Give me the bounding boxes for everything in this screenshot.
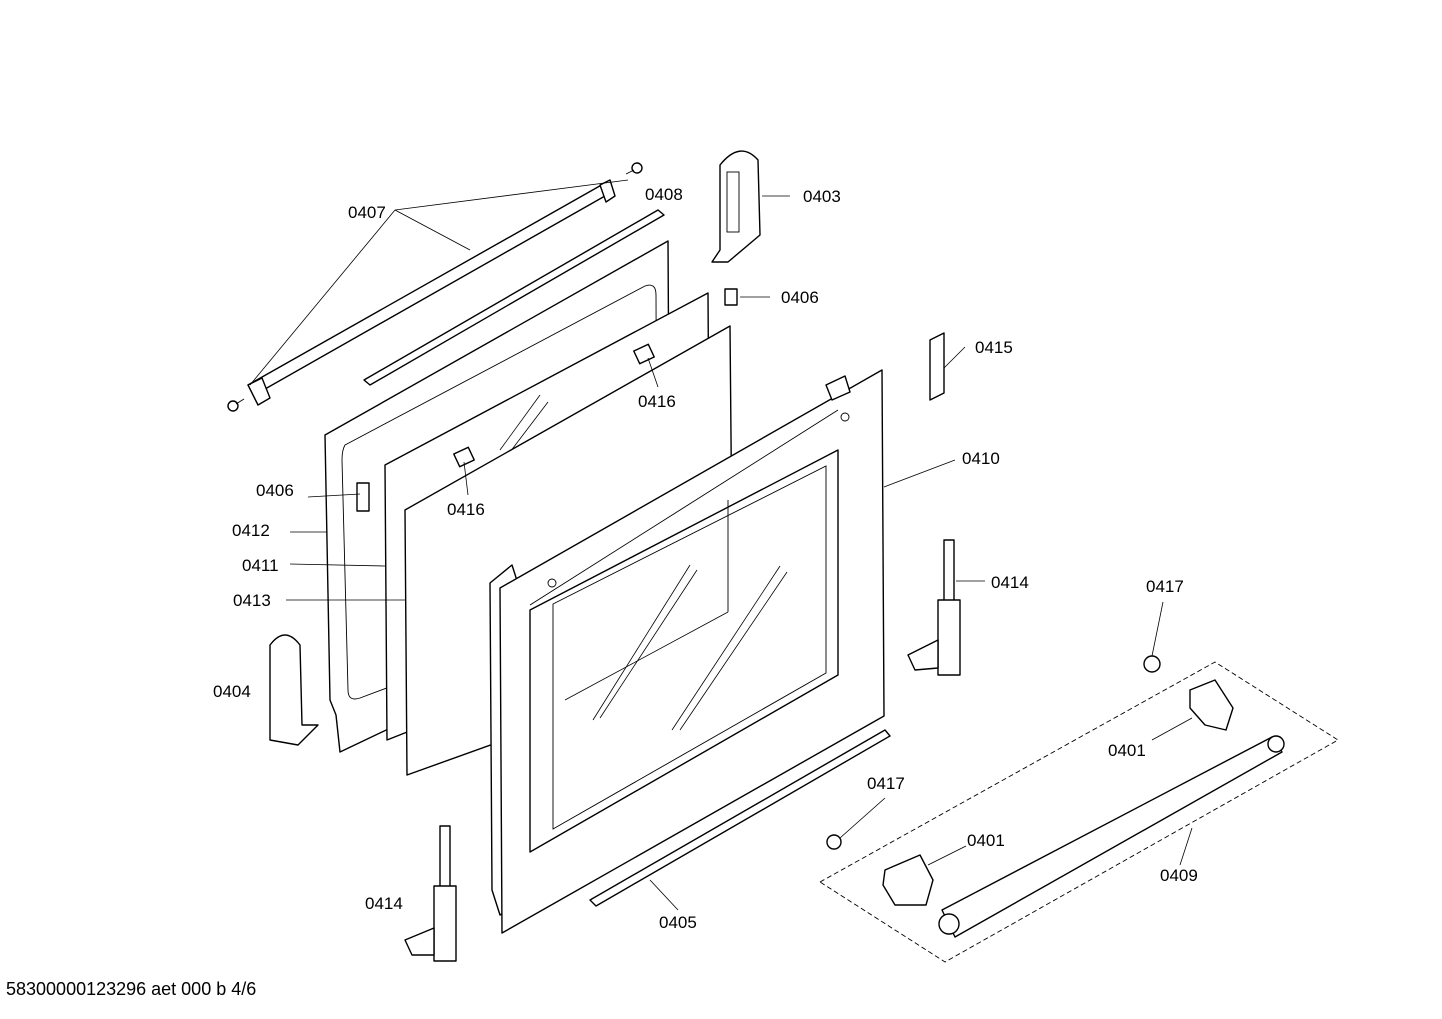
part-0416-clips	[453, 343, 655, 468]
part-0403-bracket	[711, 150, 761, 263]
callout-0417-top: 0417	[1146, 577, 1184, 596]
callout-0414-right: 0414	[991, 573, 1029, 592]
leader-lines	[249, 179, 1193, 911]
callout-0401-left: 0401	[967, 831, 1005, 850]
callout-0406-top: 0406	[781, 288, 819, 307]
callout-0413: 0413	[233, 591, 271, 610]
callout-0406-left: 0406	[256, 481, 294, 500]
callout-labels: 0407 0408 0403 0406 0415 0416 0410 0406 …	[213, 185, 1198, 932]
callout-0401-right: 0401	[1108, 741, 1146, 760]
callout-0416-top: 0416	[638, 392, 676, 411]
callout-0410: 0410	[962, 449, 1000, 468]
part-0410-outer-door	[489, 369, 885, 934]
callout-0405: 0405	[659, 913, 697, 932]
callout-0414-left: 0414	[365, 894, 403, 913]
part-0406-clips	[356, 288, 738, 512]
part-0415-pad	[929, 332, 945, 401]
part-0409-handle-assembly	[819, 655, 1339, 963]
callout-0404: 0404	[213, 682, 251, 701]
callout-0408: 0408	[645, 185, 683, 204]
part-0408-seal	[363, 209, 665, 386]
part-0414-hinge-left	[404, 825, 457, 962]
part-0405-seal	[589, 729, 891, 907]
callout-0403: 0403	[803, 187, 841, 206]
callout-0407: 0407	[348, 203, 386, 222]
callout-0417-bottom: 0417	[867, 774, 905, 793]
part-0414-hinge-right	[907, 539, 961, 676]
callout-0412: 0412	[232, 521, 270, 540]
callout-0415: 0415	[975, 338, 1013, 357]
callout-0409: 0409	[1160, 866, 1198, 885]
part-0404-bracket	[269, 634, 319, 746]
callout-0416-left: 0416	[447, 500, 485, 519]
callout-0411: 0411	[242, 556, 279, 575]
document-code: 58300000123296 aet 000 b 4/6	[6, 979, 257, 999]
part-0407-strip	[227, 162, 643, 412]
